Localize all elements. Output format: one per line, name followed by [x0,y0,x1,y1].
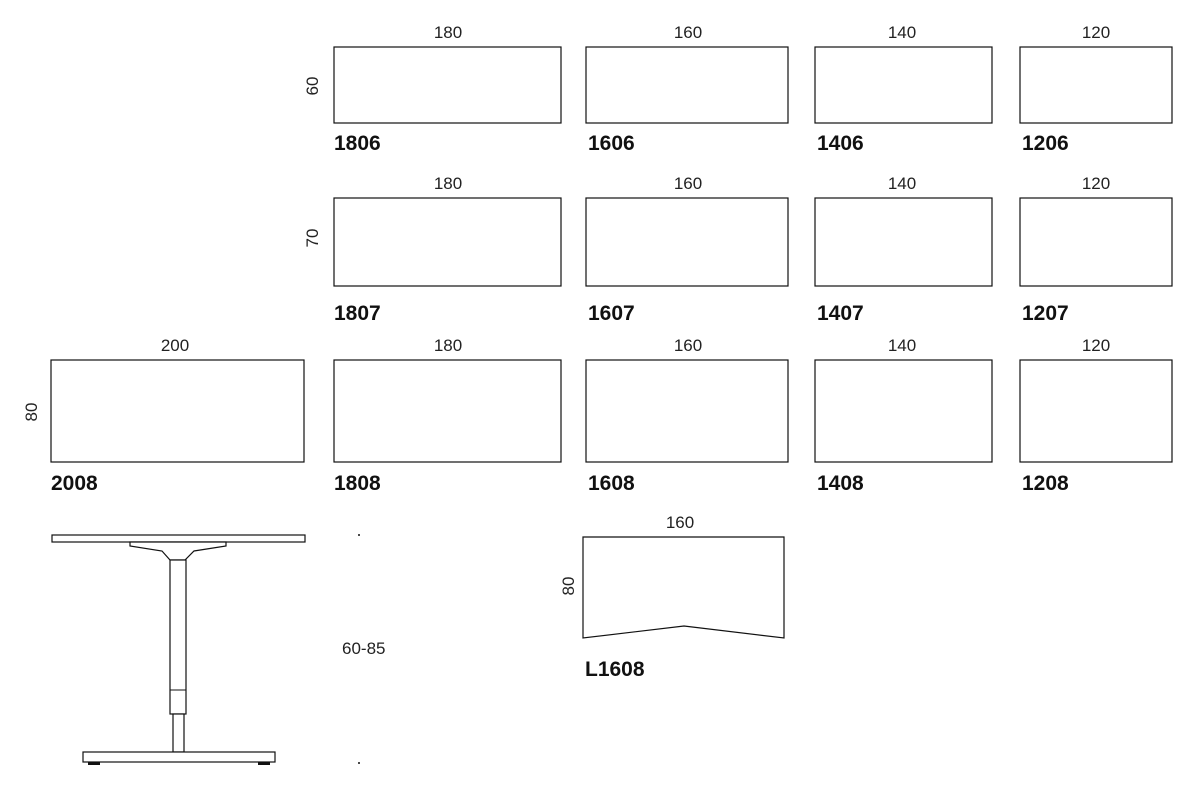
tabletop-outline [1019,46,1173,124]
height-marker-top [358,534,360,536]
table-1606: 160 1606 [585,23,789,155]
row-depth-label: 80 [22,403,41,422]
table-1608: 160 1608 [585,336,789,495]
width-label: 200 [161,336,189,355]
tabletop-outline [50,359,305,463]
width-label: 140 [888,336,916,355]
tabletop-outline [585,197,789,287]
width-label: 160 [666,513,694,532]
row-depth-label: 60 [303,77,322,96]
foot [258,762,270,765]
height-range-label: 60-85 [342,639,385,658]
table-L1608: 160 80 L1608 [559,513,785,681]
table-1207: 120 1207 [1019,174,1173,325]
width-label: 180 [434,174,462,193]
tabletop-outline [814,197,993,287]
width-label: 140 [888,23,916,42]
tabletop-side [51,534,306,543]
table-1408: 140 1408 [814,336,993,495]
base-plate [82,751,276,763]
upper-column [169,559,187,715]
model-code: 1807 [334,302,381,325]
foot [88,762,100,765]
lower-column [172,713,185,753]
tabletop-outline [333,46,562,124]
tabletop-outline [333,359,562,463]
table-1407: 140 1407 [814,174,993,325]
tabletop-outline [1019,197,1173,287]
tabletop-outline [814,359,993,463]
table-2008: 200 2008 [50,336,305,495]
width-label: 160 [674,336,702,355]
model-code: 1806 [334,132,381,155]
table-1807: 180 1807 [333,174,562,325]
tabletop-outline [585,46,789,124]
row-depth-label: 70 [303,229,322,248]
table-1206: 120 1206 [1019,23,1173,155]
table-1806: 180 1806 [333,23,562,155]
model-code: 1408 [817,472,864,495]
tabletop-outline [1019,359,1173,463]
table-1406: 140 1406 [814,23,993,155]
depth-label: 80 [559,577,578,596]
model-code: 1208 [1022,472,1069,495]
width-label: 160 [674,23,702,42]
width-label: 140 [888,174,916,193]
table-1808: 180 1808 [333,336,562,495]
tabletop-outline [333,197,562,287]
table-side-view [51,534,306,765]
top-bracket [129,541,227,561]
model-code: 1207 [1022,302,1069,325]
width-label: 120 [1082,174,1110,193]
width-label: 180 [434,336,462,355]
table-1607: 160 1607 [585,174,789,325]
model-code: 1206 [1022,132,1069,155]
height-marker-bottom [358,762,360,764]
width-label: 160 [674,174,702,193]
tabletop-outline [582,536,785,639]
model-code: 2008 [51,472,98,495]
tabletop-outline [814,46,993,124]
width-label: 120 [1082,336,1110,355]
model-code: 1808 [334,472,381,495]
model-code: 1407 [817,302,864,325]
model-code: 1608 [588,472,635,495]
model-code: 1607 [588,302,635,325]
width-label: 180 [434,23,462,42]
model-code: 1406 [817,132,864,155]
table-1208: 120 1208 [1019,336,1173,495]
tabletop-outline [585,359,789,463]
model-code: L1608 [585,658,645,681]
width-label: 120 [1082,23,1110,42]
model-code: 1606 [588,132,635,155]
